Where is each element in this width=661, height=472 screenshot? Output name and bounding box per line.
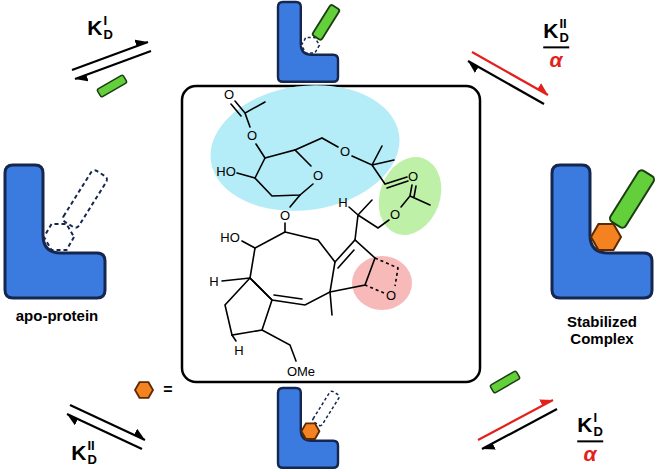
superscript: I xyxy=(103,14,107,28)
atom-label: H xyxy=(338,196,347,209)
state-label: Stabilized Complex xyxy=(552,313,652,348)
index-stack: ID xyxy=(103,14,112,41)
atom-label: O xyxy=(313,169,323,182)
protein-hex-bound xyxy=(278,388,340,468)
atom-label: H xyxy=(209,275,218,288)
dissociation-constant: KIIDα xyxy=(543,17,569,70)
constant-symbol: K xyxy=(543,21,558,42)
subscript: D xyxy=(593,425,602,439)
furan-highlight xyxy=(352,256,412,310)
atom-label: H xyxy=(234,344,243,357)
fraction-bar xyxy=(543,47,569,49)
atom-label: HO xyxy=(216,165,236,178)
rod-icon xyxy=(490,371,520,394)
atom-label: O xyxy=(390,208,400,221)
cooperativity-factor: α xyxy=(583,444,596,465)
index-stack: ID xyxy=(593,411,602,438)
hex-icon xyxy=(135,382,153,398)
atom-label: O xyxy=(247,129,257,142)
constant-row: KIID xyxy=(543,17,569,44)
protein-rod-bound xyxy=(278,2,340,82)
superscript: II xyxy=(87,439,94,453)
rod-icon xyxy=(97,75,127,98)
cooperativity-factor: α xyxy=(549,50,562,71)
subscript: D xyxy=(87,453,96,467)
superscript: II xyxy=(559,17,566,31)
atom-label: O xyxy=(408,170,418,183)
state-name: apo-protein xyxy=(4,307,110,324)
dissociation-constant: KIDα xyxy=(577,411,603,464)
constant-symbol: K xyxy=(71,443,86,464)
equals-sign: = xyxy=(163,381,172,399)
constant-symbol: K xyxy=(87,18,102,39)
atom-label: O xyxy=(224,88,234,101)
equilibrium-arrows xyxy=(67,42,557,449)
subscript: D xyxy=(559,31,568,45)
atom-label: O xyxy=(340,145,350,158)
index-stack: IID xyxy=(87,439,96,466)
molecule-bonds xyxy=(222,101,430,361)
atom-label: O xyxy=(280,209,290,222)
complex-shape xyxy=(552,165,656,298)
constant-row: KID xyxy=(577,411,603,438)
constant-row: KIID xyxy=(71,439,97,466)
subscript: D xyxy=(103,28,112,42)
fraction-bar xyxy=(577,441,603,443)
constant-row: KID xyxy=(87,14,113,41)
sugar-highlight xyxy=(202,73,407,222)
atom-label: HO xyxy=(220,231,240,244)
state-name: Stabilized Complex xyxy=(552,313,652,348)
apo-protein-shape xyxy=(5,165,109,298)
index-stack: IID xyxy=(559,17,568,44)
atom-label: O xyxy=(386,289,396,302)
atom-label: OMe xyxy=(287,365,315,378)
constant-symbol: K xyxy=(577,415,592,436)
superscript: I xyxy=(593,411,597,425)
state-label: apo-protein xyxy=(4,307,110,324)
dissociation-constant: KID xyxy=(87,14,113,41)
dissociation-constant: KIID xyxy=(71,439,97,466)
